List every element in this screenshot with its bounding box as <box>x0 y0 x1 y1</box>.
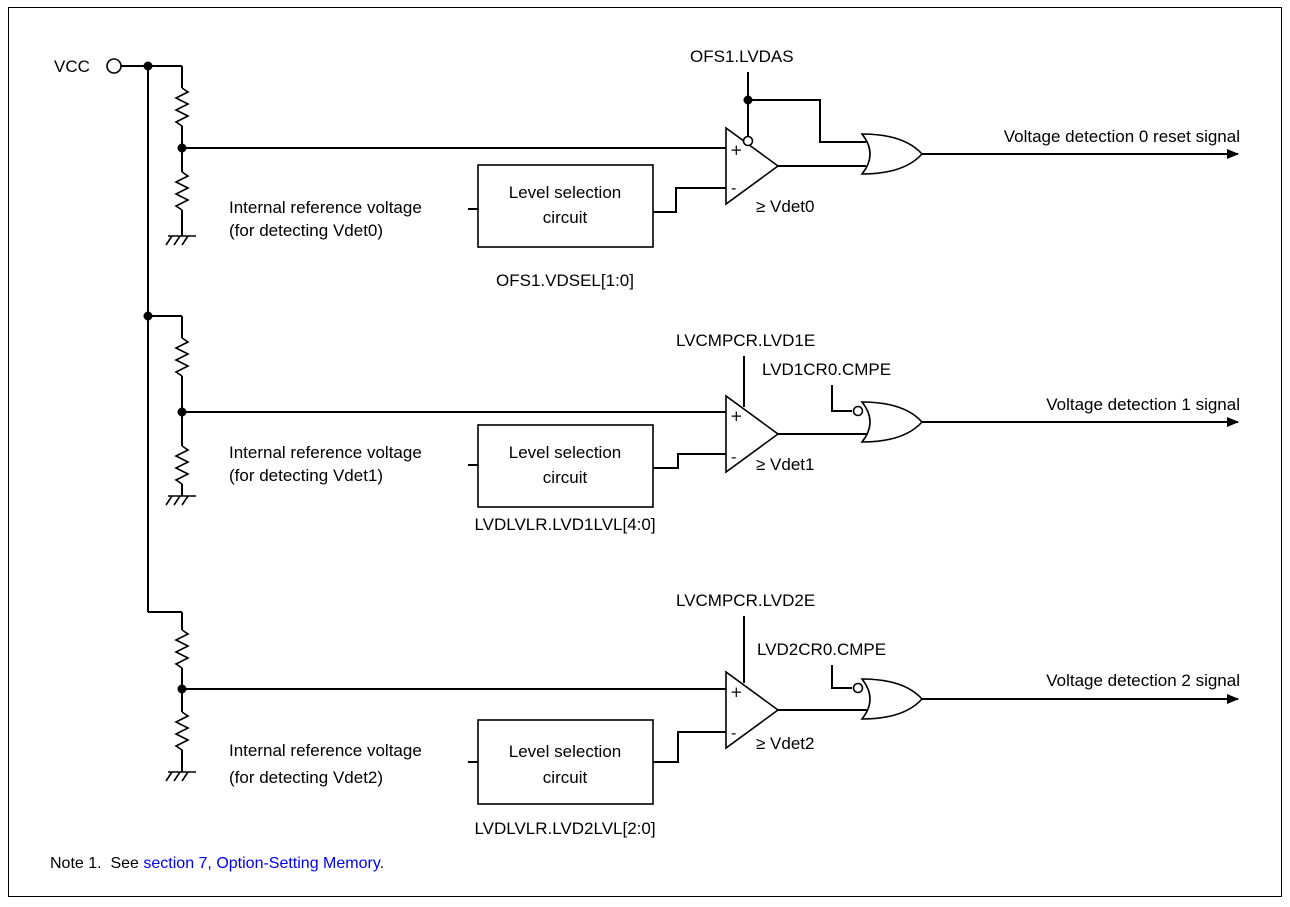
level-box-label: Level selection <box>509 443 621 462</box>
minus-input-wire <box>653 731 726 763</box>
gate-control-wire <box>831 385 852 412</box>
vcc-label: VCC <box>54 57 90 76</box>
resistor-lower <box>174 445 190 485</box>
comparator-plus: + <box>730 683 743 701</box>
level-setting-label: OFS1.VDSEL[1:0] <box>496 271 634 290</box>
enable-signal-label: LVCMPCR.LVD2E <box>676 591 815 610</box>
output-label: Voltage detection 0 reset signal <box>1004 127 1240 146</box>
threshold-label: ≥ Vdet0 <box>756 197 814 216</box>
resistor-lower <box>174 171 190 211</box>
detection-unit-0: Internal reference voltage (for detectin… <box>165 47 1240 290</box>
output-label: Voltage detection 1 signal <box>1046 395 1240 414</box>
output-label: Voltage detection 2 signal <box>1046 671 1240 690</box>
or-gate <box>860 133 924 175</box>
enable-to-gate-wire <box>748 99 866 143</box>
ref-voltage-label: Internal reference voltage <box>229 741 422 760</box>
comparator-minus: - <box>731 724 736 742</box>
footnote: Note 1. See section 7, Option-Setting Me… <box>50 855 384 873</box>
resistor-upper <box>174 629 190 669</box>
ground-symbol <box>165 771 196 782</box>
ref-voltage-sublabel: (for detecting Vdet0) <box>229 221 383 240</box>
or-gate <box>860 401 924 443</box>
resistor-lower <box>174 711 190 751</box>
vcc-terminal <box>106 58 122 74</box>
gate-control-label: LVD1CR0.CMPE <box>762 360 891 379</box>
level-box-label: Level selection <box>509 742 621 761</box>
minus-input-wire <box>653 453 726 469</box>
detection-unit-1: Internal reference voltage (for detectin… <box>165 316 1240 534</box>
resistor-upper <box>174 87 190 127</box>
gate-inversion-bubble <box>852 405 864 417</box>
level-selection-box <box>477 424 654 508</box>
diagram-frame <box>8 7 1282 897</box>
footnote-suffix: . <box>379 855 385 872</box>
comparator <box>725 126 780 206</box>
level-selection-box <box>477 164 654 248</box>
comparator-plus: + <box>730 141 743 159</box>
gate-inversion-bubble <box>852 682 864 694</box>
or-gate <box>860 678 924 720</box>
level-box-label: Level selection <box>509 183 621 202</box>
threshold-label: ≥ Vdet1 <box>756 455 814 474</box>
level-selection-box <box>477 719 654 805</box>
enable-signal-label: LVCMPCR.LVD1E <box>676 331 815 350</box>
comparator <box>725 394 780 474</box>
ref-voltage-label: Internal reference voltage <box>229 443 422 462</box>
ground-symbol <box>165 235 196 246</box>
comparator <box>725 670 780 750</box>
level-box-label-2: circuit <box>543 768 588 787</box>
level-box-label-2: circuit <box>543 468 588 487</box>
enable-inversion-bubble <box>742 135 754 147</box>
level-setting-label: LVDLVLR.LVD1LVL[4:0] <box>474 515 655 534</box>
enable-signal-label: OFS1.LVDAS <box>690 47 794 66</box>
option-setting-memory-link[interactable]: section 7, Option-Setting Memory <box>143 855 380 872</box>
comparator-minus: - <box>731 179 736 197</box>
detection-unit-2: Internal reference voltage (for detectin… <box>165 591 1240 838</box>
comparator-plus: + <box>730 407 743 425</box>
threshold-label: ≥ Vdet2 <box>756 734 814 753</box>
ground-symbol <box>165 495 196 506</box>
comparator-minus: - <box>731 448 736 466</box>
ref-voltage-label: Internal reference voltage <box>229 198 422 217</box>
gate-control-label: LVD2CR0.CMPE <box>757 640 886 659</box>
level-box-label-2: circuit <box>543 208 588 227</box>
ref-voltage-sublabel: (for detecting Vdet2) <box>229 768 383 787</box>
ref-voltage-sublabel: (for detecting Vdet1) <box>229 466 383 485</box>
minus-input-wire <box>653 187 726 213</box>
gate-control-wire <box>831 665 852 689</box>
level-setting-label: LVDLVLR.LVD2LVL[2:0] <box>474 819 655 838</box>
resistor-upper <box>174 337 190 377</box>
footnote-prefix: Note 1. See <box>50 855 144 872</box>
